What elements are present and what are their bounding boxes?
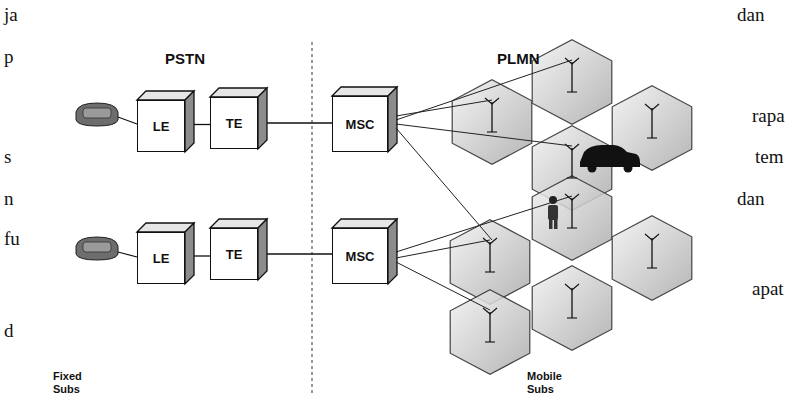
- network-heading: PSTN: [165, 50, 205, 67]
- text-fragment: apat: [752, 278, 784, 300]
- trunk-line: [267, 122, 332, 123]
- exchange-box: TE: [210, 228, 258, 280]
- text-fragment: d: [4, 320, 14, 342]
- network-divider: [311, 42, 312, 396]
- text-fragment: ja: [4, 4, 18, 26]
- cube-faces: [137, 87, 397, 284]
- radio-links: [396, 60, 572, 310]
- text-fragment: p: [4, 46, 14, 68]
- text-fragment: tem: [755, 146, 784, 168]
- network-heading: PLMN: [497, 50, 540, 67]
- exchange-box: LE: [137, 100, 185, 152]
- person-icon: [548, 196, 558, 229]
- telephone-icon: [76, 237, 137, 260]
- exchange-box: TE: [210, 97, 258, 149]
- text-fragment: n: [4, 188, 14, 210]
- radio-cells: [450, 40, 692, 375]
- box-label: TE: [226, 247, 243, 262]
- text-fragment: dan: [737, 188, 764, 210]
- text-fragment: fu: [4, 228, 20, 250]
- box-label: MSC: [346, 249, 375, 264]
- trunk-line: [267, 253, 332, 254]
- box-label: TE: [226, 116, 243, 131]
- subscriber-label: Mobile Subs: [527, 370, 571, 396]
- exchange-box: MSC: [332, 228, 388, 284]
- box-label: MSC: [346, 117, 375, 132]
- exchange-box: LE: [137, 232, 185, 284]
- box-label: LE: [153, 251, 170, 266]
- car-icon: [580, 145, 640, 173]
- telephone-icon: [76, 103, 137, 126]
- text-fragment: rapa: [752, 105, 785, 127]
- text-fragment: dan: [737, 4, 764, 26]
- trunk-line: [194, 124, 210, 125]
- exchange-box: MSC: [332, 96, 388, 152]
- box-label: LE: [153, 119, 170, 134]
- subscriber-label: Fixed Subs: [53, 370, 97, 396]
- trunk-line: [194, 255, 210, 256]
- text-fragment: s: [4, 146, 11, 168]
